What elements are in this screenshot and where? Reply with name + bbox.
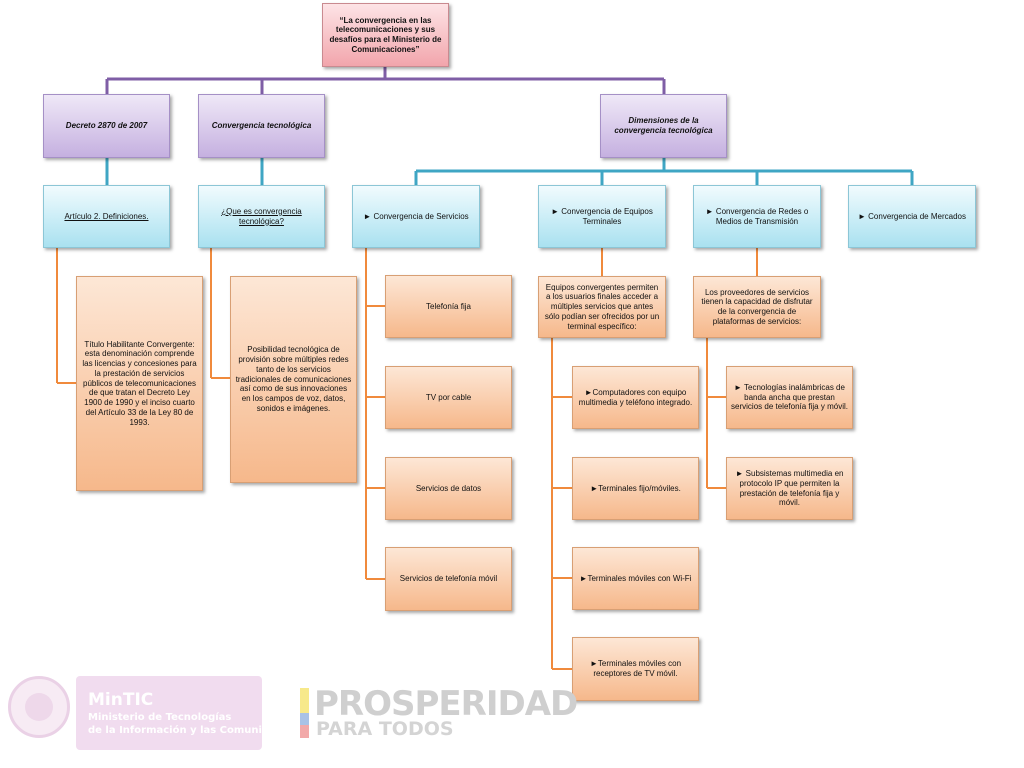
servicio-item-label: Servicios de datos	[415, 483, 482, 493]
equipo-item-label: ►Terminales fijo/móviles.	[590, 483, 681, 493]
servicio-item: Servicios de telefonía móvil	[385, 547, 512, 611]
equipo-item-label: ►Terminales móviles con receptores de TV…	[589, 659, 682, 678]
mintic-line2: de la Información y las Comunicaciones	[88, 724, 311, 736]
servicios-label: ► Convergencia de Servicios	[363, 211, 469, 221]
mercados-label: ► Convergencia de Mercados	[858, 211, 966, 221]
servicio-item: Servicios de datos	[385, 457, 512, 520]
redes-label: ► Convergencia de Redes o Medios de Tran…	[705, 206, 809, 226]
servicio-item: Telefonía fija	[385, 275, 512, 338]
equipos-desc-box: Equipos convergentes permiten a los usua…	[538, 276, 666, 338]
decreto-label: Decreto 2870 de 2007	[65, 121, 148, 131]
equipo-item: ►Terminales móviles con Wi-Fi	[572, 547, 699, 610]
posibilidad-box: Posibilidad tecnológica de provisión sob…	[230, 276, 357, 483]
servicio-item-label: Telefonía fija	[426, 301, 471, 311]
prosperidad-text: PROSPERIDAD	[314, 684, 578, 724]
red-item: ► Tecnologías inalámbricas de banda anch…	[726, 366, 853, 429]
titulo-habilitante-box: Título Habilitante Convergente: esta den…	[76, 276, 203, 491]
colombia-flag-icon	[300, 688, 309, 738]
redes-desc-text: Los proveedores de servicios tienen la c…	[701, 287, 813, 326]
red-item-label: ► Subsistemas multimedia en protocolo IP…	[735, 469, 844, 508]
servicio-item: TV por cable	[385, 366, 512, 429]
equipos-desc-text: Equipos convergentes permiten a los usua…	[544, 282, 660, 331]
mintic-panel	[76, 676, 262, 750]
posibilidad-text: Posibilidad tecnológica de provisión sob…	[235, 345, 352, 413]
servicio-item-label: TV por cable	[425, 392, 472, 402]
articulo-link[interactable]: Artículo 2. Definiciones.	[64, 211, 149, 221]
servicio-item-label: Servicios de telefonía móvil	[399, 574, 498, 584]
titulo-habilitante-text: Título Habilitante Convergente: esta den…	[82, 339, 197, 427]
mercados-node: ► Convergencia de Mercados	[848, 185, 976, 248]
equipo-item-label: ►Computadores con equipo multimedia y te…	[578, 387, 693, 407]
root-node: “La convergencia en las telecomunicacion…	[322, 3, 449, 67]
para-todos-text: PARA TODOS	[316, 718, 454, 740]
que-es-node[interactable]: ¿Que es convergencia tecnológica?	[198, 185, 325, 248]
dimensiones-node: Dimensiones de la convergencia tecnológi…	[600, 94, 727, 158]
convergencia-label: Convergencia tecnológica	[211, 121, 312, 131]
mintic-title: MinTIC	[88, 690, 154, 710]
red-item: ► Subsistemas multimedia en protocolo IP…	[726, 457, 853, 520]
redes-desc-box: Los proveedores de servicios tienen la c…	[693, 276, 821, 338]
redes-node: ► Convergencia de Redes o Medios de Tran…	[693, 185, 821, 248]
equipos-node: ► Convergencia de Equipos Terminales	[538, 185, 666, 248]
mintic-subtitle: Ministerio de Tecnologías de la Informac…	[88, 712, 311, 737]
equipo-item: ►Terminales móviles con receptores de TV…	[572, 637, 699, 701]
articulo-node[interactable]: Artículo 2. Definiciones.	[43, 185, 170, 248]
decreto-node: Decreto 2870 de 2007	[43, 94, 170, 158]
root-label: “La convergencia en las telecomunicacion…	[329, 15, 442, 54]
equipo-item: ►Computadores con equipo multimedia y te…	[572, 366, 699, 429]
mintic-line1: Ministerio de Tecnologías	[88, 712, 232, 723]
convergencia-node: Convergencia tecnológica	[198, 94, 325, 158]
equipo-item-label: ►Terminales móviles con Wi-Fi	[579, 573, 692, 583]
colombia-seal-icon	[8, 676, 70, 738]
equipos-label: ► Convergencia de Equipos Terminales	[551, 206, 653, 226]
servicios-node: ► Convergencia de Servicios	[352, 185, 480, 248]
equipo-item: ►Terminales fijo/móviles.	[572, 457, 699, 520]
red-item-label: ► Tecnologías inalámbricas de banda anch…	[731, 382, 848, 412]
dimensiones-label: Dimensiones de la convergencia tecnológi…	[614, 116, 713, 135]
que-es-link[interactable]: ¿Que es convergencia tecnológica?	[221, 206, 302, 226]
